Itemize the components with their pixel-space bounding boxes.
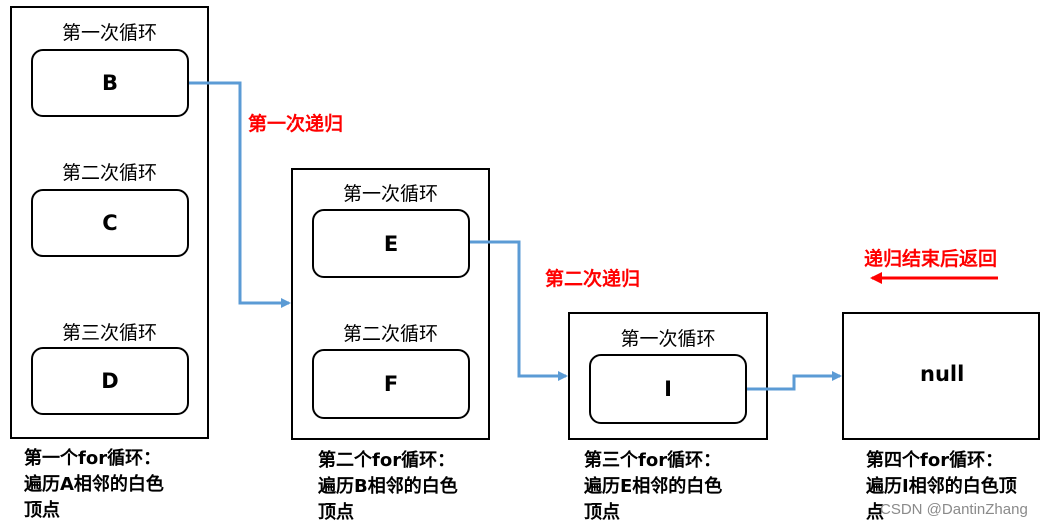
caption-third-for-loop: 第三个for循环： 遍历E相邻的白色 顶点 [584, 448, 722, 526]
caption-line: 点 [866, 502, 884, 523]
second-recursion-label: 第二次递归 [545, 268, 641, 290]
loop-label: 第二次循环 [342, 323, 438, 345]
node-e: E [312, 209, 470, 278]
caption-line: 第四个for循环： [866, 450, 1004, 471]
watermark: CSDN @DantinZhang [880, 501, 1028, 518]
caption-line: 第一个for循环： [24, 448, 162, 469]
null-node: null [920, 362, 965, 386]
caption-line: 顶点 [318, 502, 354, 523]
node-b: B [31, 49, 189, 117]
recursion-arrow-e-to-i [470, 240, 568, 381]
caption-line: 第二个for循环： [318, 450, 456, 471]
caption-fourth-for-loop: 第四个for循环： 遍历I相邻的白色顶 点 [866, 448, 1017, 526]
return-after-recursion-label: 递归结束后返回 [864, 248, 998, 270]
node-f: F [312, 349, 470, 419]
caption-first-for-loop: 第一个for循环： 遍历A相邻的白色 顶点 [24, 446, 164, 524]
node-c: C [31, 189, 189, 257]
loop-label: 第一次循环 [620, 328, 716, 350]
caption-second-for-loop: 第二个for循环： 遍历B相邻的白色 顶点 [318, 448, 458, 526]
arrow-i-to-null [747, 371, 842, 391]
node-d: D [31, 347, 189, 415]
loop-label: 第三次循环 [61, 322, 157, 344]
caption-line: 遍历I相邻的白色顶 [866, 476, 1017, 497]
caption-line: 顶点 [24, 500, 60, 521]
loop-label: 第一次循环 [61, 22, 157, 44]
node-i: I [589, 354, 747, 424]
caption-line: 遍历E相邻的白色 [584, 476, 723, 497]
caption-line: 遍历B相邻的白色 [318, 476, 458, 497]
caption-line: 第三个for循环： [584, 450, 722, 471]
caption-line: 顶点 [584, 502, 620, 523]
first-recursion-label: 第一次递归 [248, 113, 344, 135]
caption-line: 遍历A相邻的白色 [24, 474, 164, 495]
loop-label: 第二次循环 [61, 162, 157, 184]
loop-label: 第一次循环 [342, 183, 438, 205]
recursion-arrow-b-to-e [189, 81, 291, 308]
frame-fourth-for-loop [842, 312, 1040, 440]
